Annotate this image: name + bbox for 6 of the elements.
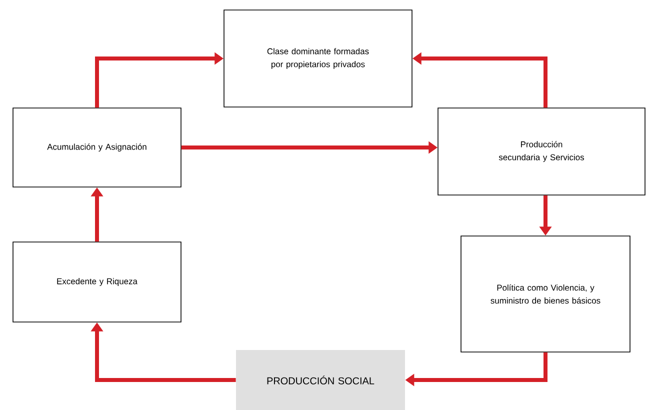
process-box: Producción secundaria y Servicios <box>438 108 646 196</box>
process-box: Política como Violencia, y suministro de bienes básicos <box>460 236 630 352</box>
process-box: Excedente y Riqueza <box>12 242 182 322</box>
process-box: Clase dominante formadas por propietarios privados <box>224 10 412 108</box>
process-box: Acumulación y Asignación <box>12 108 182 188</box>
label-band: PRODUCCIÓN SOCIAL <box>236 350 405 410</box>
